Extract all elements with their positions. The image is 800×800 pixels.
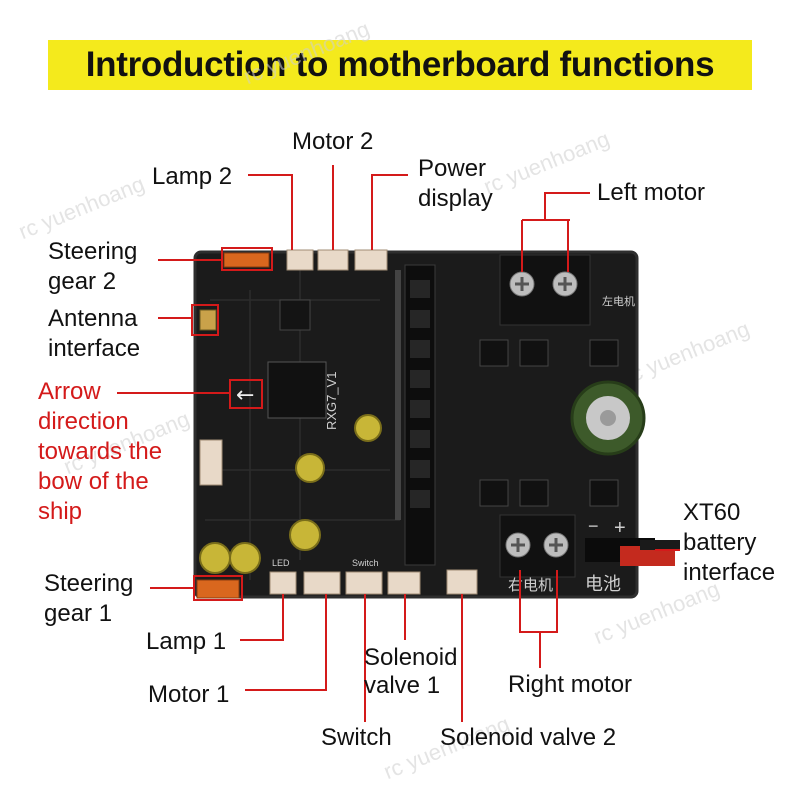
connector-steering1 [196,579,240,599]
label-solenoid1-1: Solenoid [364,644,458,671]
label-solenoid1-2: valve 1 [364,672,441,699]
xt60-cable [585,538,680,566]
label-power-display-1: Power [418,155,487,182]
connector-lamp2 [286,249,314,271]
connector-lamp1 [269,571,297,595]
leader-power-display [371,174,408,250]
left-motor-terminal [499,254,591,326]
callout-box-antenna [191,304,219,336]
label-arrow-4: bow of the [38,468,149,495]
connector-steering2 [223,252,270,268]
board-plus-text: + [614,517,626,539]
label-arrow-3: towards the [38,438,163,465]
leader-lamp2 [248,174,293,250]
leader-motor1 [245,594,327,691]
label-steering2-2: gear 2 [48,268,117,295]
leader-left-motor [544,192,590,220]
label-solenoid2: Solenoid valve 2 [440,724,617,751]
connector-solenoid1 [387,571,421,595]
mcu-chip [267,361,327,419]
label-left-motor: Left motor [597,179,706,206]
label-motor1: Motor 1 [148,681,230,708]
label-lamp2: Lamp 2 [152,163,233,190]
board-left-motor-text: 左电机 [602,294,635,308]
connector-motor2 [317,249,349,271]
connector-motor1 [303,571,341,595]
label-arrow-2: direction [38,408,129,435]
connector-solenoid2 [446,569,478,595]
label-right-motor: Right motor [508,671,633,698]
label-motor2: Motor 2 [292,128,374,155]
label-arrow-5: ship [38,498,83,525]
label-arrow-1: Arrow [38,378,101,405]
small-capacitors [199,414,382,574]
label-steering2-1: Steering [48,238,138,265]
label-xt60-3: interface [683,559,776,586]
label-xt60-2: battery [683,529,757,556]
label-switch: Switch [321,724,392,751]
leader-right-motor [519,570,558,633]
board-minus-text: − [588,516,599,536]
label-steering1-1: Steering [44,570,134,597]
board-right-motor-text: 右电机 [508,576,553,594]
label-power-display-2: display [418,185,493,212]
board-switch-text: Switch [352,558,379,568]
connector-side [199,439,223,486]
board-battery-text: 电池 [585,574,621,595]
label-lamp1: Lamp 1 [146,628,227,655]
label-antenna-2: interface [48,335,141,362]
label-xt60-1: XT60 [683,499,741,526]
right-motor-terminal [499,514,576,578]
connector-switch [345,571,383,595]
board-led-text: LED [272,558,290,568]
page-title: Introduction to motherboard functions [85,45,715,84]
connector-power-display [354,249,388,271]
title-banner: Introduction to motherboard functions [48,40,752,90]
antenna-connector [199,309,217,331]
label-steering1-2: gear 1 [44,600,113,627]
arrow-symbol: ← [236,383,254,408]
board-model-text: RXG7_V1 [324,371,339,430]
label-antenna-1: Antenna [48,305,138,332]
leader-lamp1 [240,594,284,641]
